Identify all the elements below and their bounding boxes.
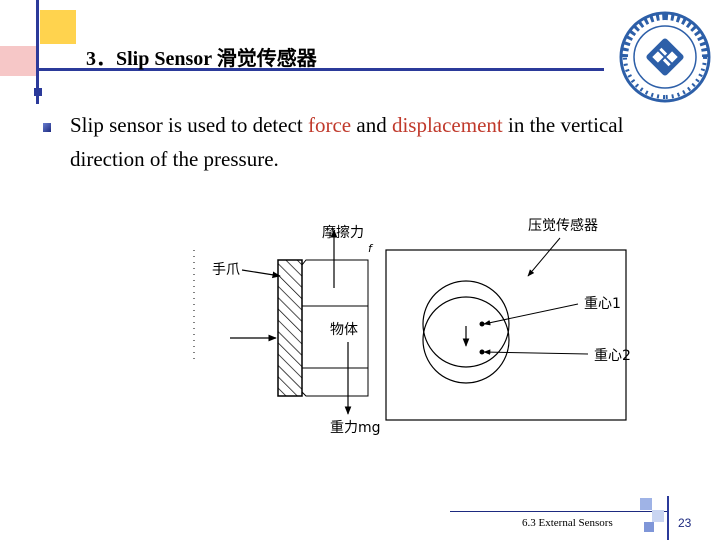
center-2 — [479, 349, 485, 355]
label-cg2: 重心2 — [594, 348, 631, 364]
footer-vertical-line — [667, 496, 669, 540]
highlight-displacement: displacement — [391, 113, 503, 137]
decor-vertical-line — [36, 0, 39, 104]
footer-decor-square-c — [644, 522, 654, 532]
body-text-2: and — [351, 113, 392, 137]
bullet-icon — [43, 123, 51, 132]
cg1-pointer — [483, 303, 579, 326]
slide-title: 3．Slip Sensor 滑觉传感器 — [86, 48, 317, 70]
label-gravity: 重力mg — [330, 420, 381, 436]
label-gripper: 手爪 — [212, 262, 240, 278]
body-paragraph: Slip sensor is used to detect force and … — [70, 108, 670, 176]
page-number: 23 — [678, 516, 692, 530]
circle-cg1 — [422, 280, 510, 368]
gripper — [277, 259, 303, 397]
footer-section: 6.3 External Sensors — [522, 517, 613, 529]
university-logo — [619, 11, 711, 103]
pressure-sensor — [385, 249, 627, 421]
label-object: 物体 — [330, 322, 358, 338]
sensor-pointer — [527, 237, 561, 277]
decor-blue-square — [34, 88, 42, 96]
title-underline — [36, 68, 604, 71]
body-text-1: Slip sensor is used to detect — [70, 113, 308, 137]
decor-yellow-square — [40, 10, 76, 44]
label-f: f — [368, 242, 374, 255]
cg2-pointer — [483, 349, 589, 355]
label-friction: 摩擦力 — [322, 224, 364, 241]
decor-pink-square — [0, 46, 36, 76]
footer-line — [450, 511, 668, 512]
footer-decor-square-b — [652, 510, 664, 522]
label-pressure-sensor: 压觉传感器 — [528, 217, 598, 234]
footer-decor-square-a — [640, 498, 652, 510]
body-text-3: in the vertical direction of the pressur… — [70, 113, 624, 171]
highlight-force: force — [307, 113, 352, 137]
slip-sensor-diagram: 手爪 摩擦力 f 物体 重力mg 压觉传感器 重心1 重心2 — [193, 217, 631, 436]
center-1 — [479, 321, 485, 327]
circle-cg2 — [422, 296, 510, 384]
object-outline — [301, 259, 369, 397]
gripper-arrow — [241, 269, 281, 279]
label-cg1: 重心1 — [584, 296, 621, 312]
